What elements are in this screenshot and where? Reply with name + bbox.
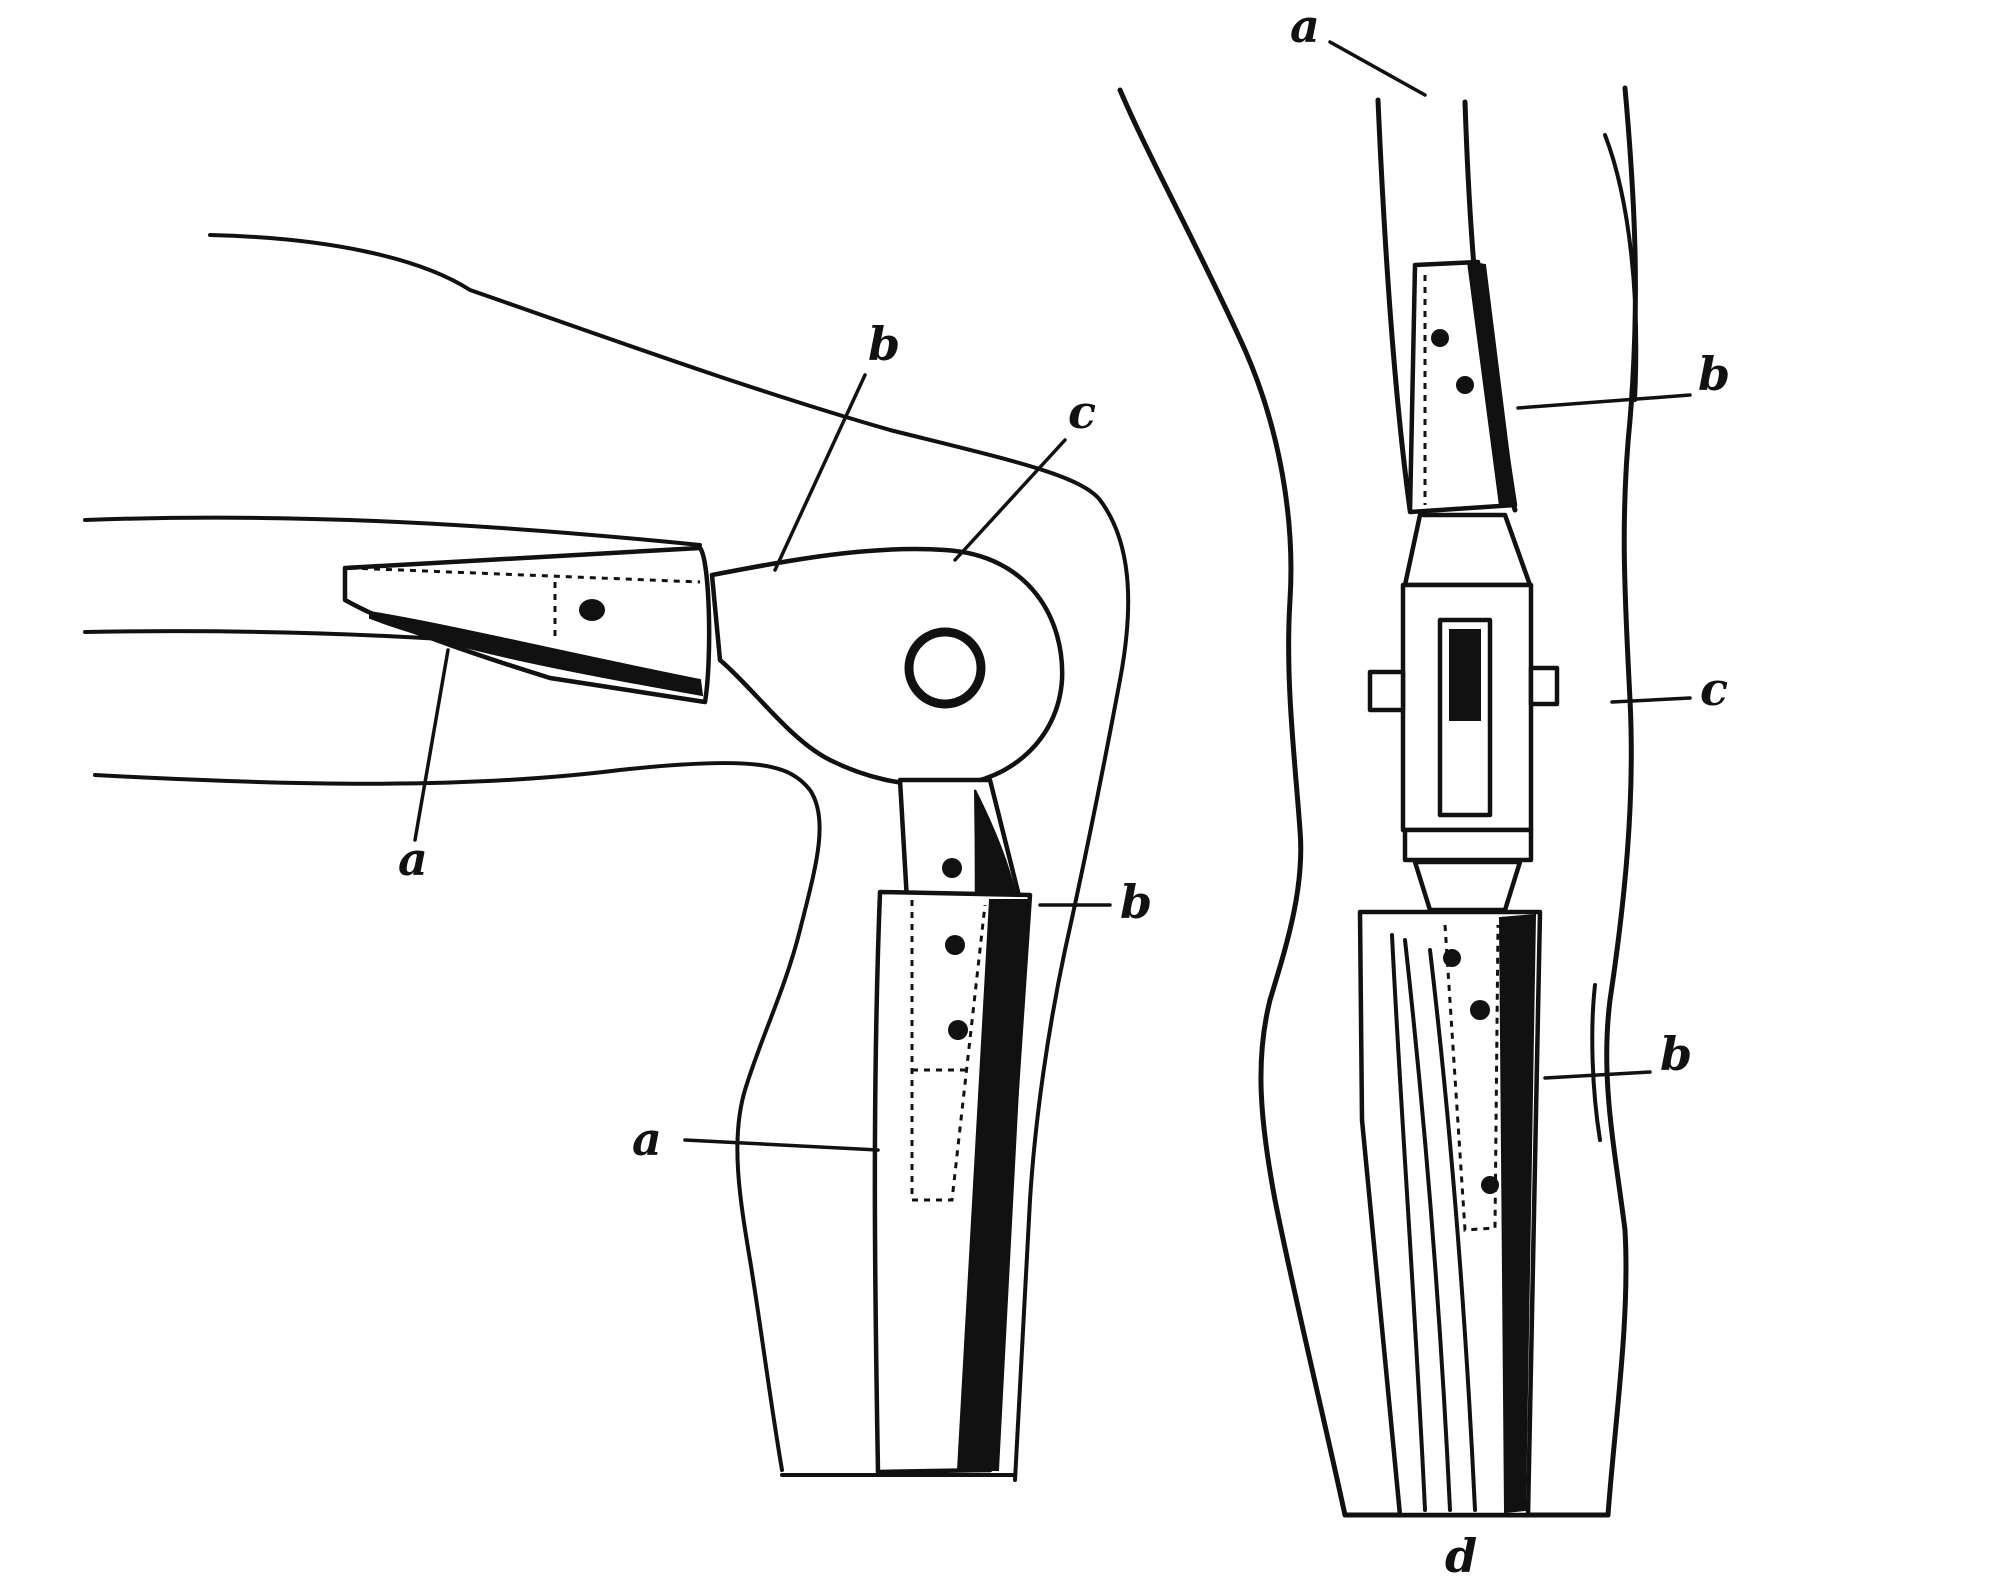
right-thigh-rivet-1 [1431, 329, 1449, 347]
leader-left-a-shin [683, 1138, 880, 1152]
right-thigh-plate-shade [1466, 260, 1517, 508]
label-right-c-joint: c [1700, 662, 1728, 716]
label-left-a-thigh: a [398, 832, 428, 886]
right-hinge-base-band [1402, 827, 1534, 863]
right-leg-inner-contour [1603, 133, 1639, 402]
right-hinge-slot-shade [1449, 629, 1481, 721]
left-thigh-plate-shade [369, 610, 704, 697]
left-view-bent-knee: a b c b a [83, 233, 1152, 1482]
left-joint-arm [709, 546, 1065, 788]
left-leg-thigh-upper-line [83, 515, 702, 547]
right-shin-plate [1357, 909, 1543, 1518]
right-leg-left-outline [1117, 87, 1348, 1518]
label-right-b-upper: b [1698, 347, 1730, 401]
left-joint-pivot-outer [904, 627, 986, 709]
left-shin-rivet-3 [948, 1020, 968, 1040]
label-left-b-thigh: b [868, 317, 900, 371]
right-shin-bar-shade [1498, 913, 1537, 1514]
leader-right-c-joint [1610, 696, 1692, 704]
leader-right-a-top [1328, 40, 1427, 97]
right-hinge-upper-neck [1402, 512, 1533, 588]
right-hinge-pin-right [1528, 665, 1560, 707]
right-shin-rivet-2 [1470, 1000, 1490, 1020]
right-leg-right-outline [1604, 85, 1638, 1518]
leader-left-a-thigh [413, 648, 450, 842]
label-right-a-top: a [1290, 0, 1320, 53]
leader-left-b-thigh [773, 373, 867, 572]
right-hinge-pin-left [1367, 669, 1406, 713]
label-right-d-bottom: d [1445, 1529, 1477, 1576]
leader-right-b-upper [1516, 393, 1692, 410]
right-thigh-rivet-2 [1456, 376, 1474, 394]
right-view-straight-leg: a b c b d [1117, 0, 1730, 1576]
right-shin-strap-1 [1390, 933, 1427, 1512]
left-leg-back-outline [93, 760, 822, 1472]
left-shin-plate-dashed-slot [910, 900, 987, 1202]
right-shin-strap-3 [1428, 948, 1477, 1512]
label-left-a-shin: a [632, 1112, 662, 1166]
left-shin-plate-shade [956, 899, 1030, 1471]
left-shin-rivet-2 [945, 935, 965, 955]
leader-right-b-lower [1543, 1070, 1652, 1080]
label-right-b-lower: b [1660, 1027, 1692, 1081]
right-hinge-lower-neck [1412, 859, 1523, 913]
left-thigh-plate-dashed-slot [349, 566, 701, 584]
label-left-b-shin: b [1120, 875, 1152, 929]
left-shin-rivet-1 [942, 858, 962, 878]
label-left-c-joint: c [1068, 385, 1096, 439]
left-thigh-rivet [579, 599, 605, 621]
right-shin-rivet-1 [1443, 949, 1461, 967]
leader-left-c-joint [953, 438, 1067, 562]
left-leg-thigh-top-outline [208, 233, 1131, 1482]
right-thigh-bar-left [1375, 97, 1413, 513]
right-shin-rivet-3 [1481, 1176, 1499, 1194]
right-shin-strap-2 [1403, 938, 1452, 1512]
right-leg-inner-contour-lower [1590, 983, 1602, 1142]
